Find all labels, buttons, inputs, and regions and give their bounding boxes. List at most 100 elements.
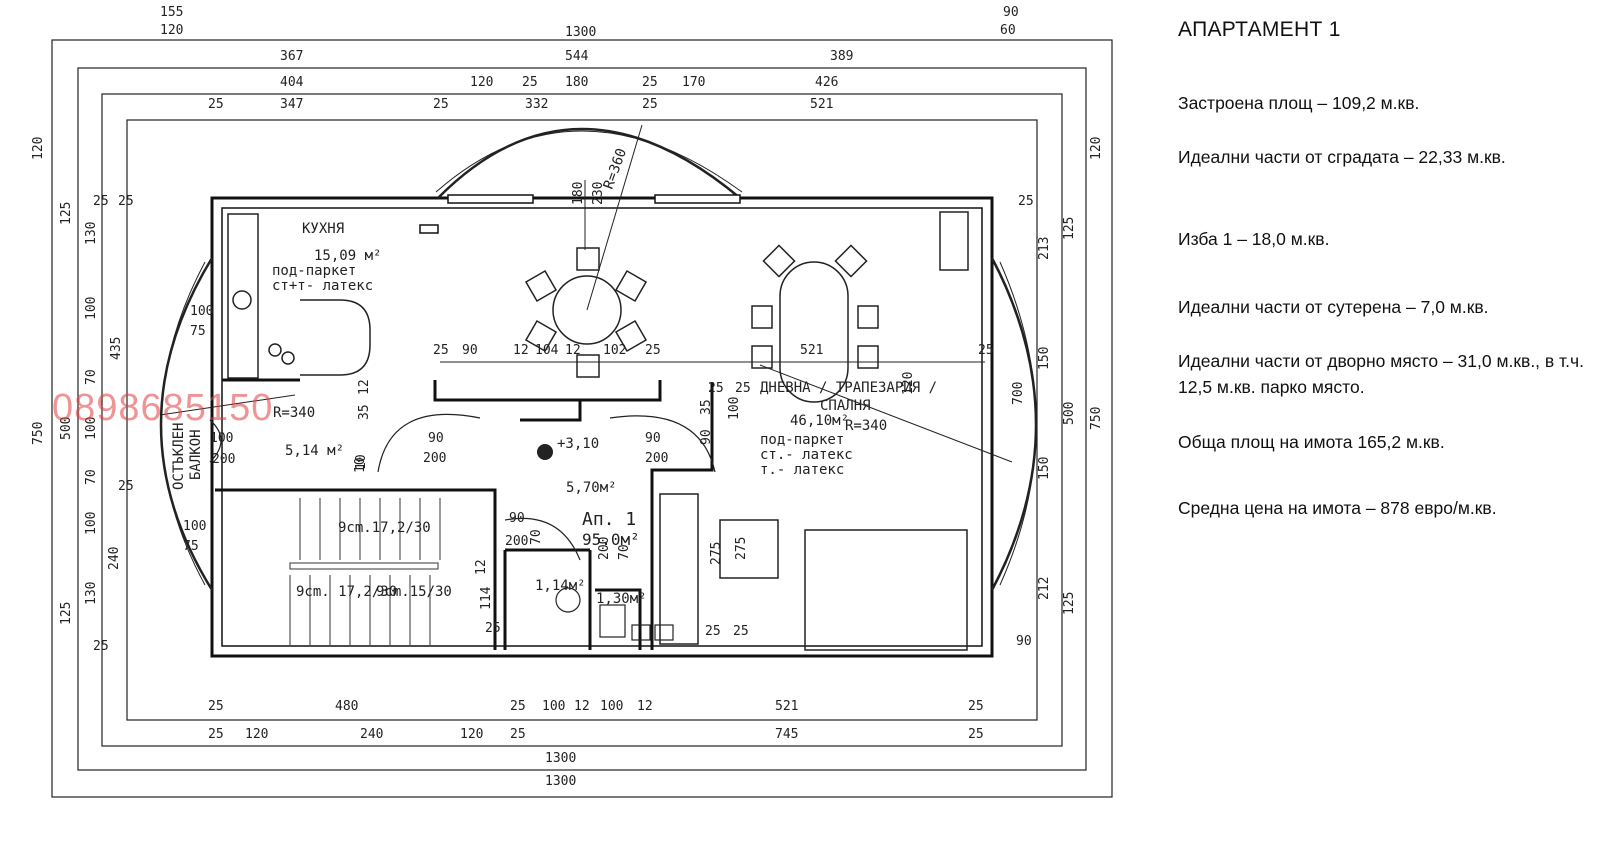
room-area-wc2: 1,30м² [596,591,647,607]
room-area-hall: 5,70м² [566,480,617,496]
dimension-right-10: 125 [1062,592,1077,615]
radius-label-right: R=340 [845,418,887,434]
round-table [524,247,648,378]
middle-frame [77,67,1087,771]
info-line-basement-share: Идеални части от сутерена – 7,0 м.кв. [1178,297,1489,317]
room-ceiling-living: т.- латекс [760,462,844,478]
dimension-top-18: 332 [525,97,548,112]
dimension-left-3: 25 [93,194,109,209]
dimension-bottom-4: 12 [574,699,590,714]
dimension-top-8: 404 [280,75,304,90]
dimension-bottom-7: 521 [775,699,798,714]
dimension-top-17: 25 [433,97,449,112]
dimension-inner-27: 200 [597,537,612,560]
dimension-top-11: 180 [565,75,588,90]
dimension-bottom-12: 120 [460,727,483,742]
dimension-inner-33: 25 [705,624,721,639]
dimension-bottom-16: 1300 [545,751,576,766]
dimension-left-6: 435 [109,337,124,360]
dimension-inner-3: 104 [535,343,559,358]
dimension-left-13: 100 [84,512,99,535]
info-line-yard-share: Идеални части от дворно място – 31,0 м.к… [1178,351,1584,397]
dimension-bottom-5: 100 [600,699,623,714]
dimension-bottom-9: 25 [208,727,224,742]
info-panel: АПАРТАМЕНТ 1 Застроена площ – 109,2 м.кв… [1178,18,1588,518]
room-area-wc1: 1,14м² [535,578,586,594]
room-label-bedroom: СПАЛНЯ [820,398,871,414]
dimension-inner-5: 102 [603,343,626,358]
dimension-bottom-11: 240 [360,727,383,742]
room-walls-kitchen: ст+т- латекс [272,278,373,294]
room-floor-living: под-паркет [760,432,844,448]
room-floor-kitchen: под-паркет [272,263,356,279]
dimension-top-20: 521 [810,97,833,112]
dimension-top-9: 120 [470,75,493,90]
dimension-top-19: 25 [642,97,658,112]
dimension-inner-41: 180 [571,182,586,205]
kitchen-counter [227,213,371,379]
dimension-inner-7: 521 [800,343,823,358]
dimension-left-9: 500 [59,417,74,440]
dimension-inner-0: 25 [433,343,449,358]
hall-wall [433,380,662,402]
dimension-left-1: 125 [59,202,74,225]
dimension-bottom-0: 25 [208,699,224,714]
dimension-top-15: 25 [208,97,224,112]
level-marker [537,444,553,460]
room-area-entry: 5,14 м² [285,443,344,459]
dimension-bottom-10: 120 [245,727,268,742]
dimension-inner-11: 90 [428,431,444,446]
dimension-top-2: 1300 [565,25,596,40]
dimension-top-14: 426 [815,75,838,90]
dimension-top-12: 25 [642,75,658,90]
dimension-inner-40: 75 [183,539,199,554]
dimension-inner-8: 25 [978,343,994,358]
dimension-right-4: 150 [1037,347,1052,370]
dimension-inner-39: 100 [183,519,206,534]
dimension-inner-16: 90 [699,429,714,445]
dimension-inner-17: 100 [727,397,742,420]
dimension-left-12: 25 [118,479,134,494]
dimension-inner-24: 90 [509,511,525,526]
dimension-inner-10: 35 [357,404,372,420]
room-label-kitchen: КУХНЯ [302,221,344,237]
dimension-inner-37: 100 [210,431,233,446]
dimension-inner-32: 114 [479,586,494,610]
dimension-left-8: 750 [31,422,46,445]
dimension-right-8: 150 [1037,457,1052,480]
dimension-bottom-15: 25 [968,727,984,742]
dimension-inner-19: 10 [353,457,368,473]
dimension-right-2: 125 [1062,217,1077,240]
dimension-top-3: 90 [1003,5,1019,20]
dimension-top-0: 155 [160,5,183,20]
info-line-cellar: Изба 1 – 18,0 м.кв. [1178,229,1330,249]
info-line-total-area: Обща площ на имота 165,2 м.кв. [1178,432,1445,452]
stairs-label-1: 9cm.17,2/30 [338,520,431,536]
dimension-right-0: 120 [1089,137,1104,160]
floor-plan-drawing: КУХНЯ 15,09 м² под-паркет ст+т- латекс Д… [31,5,1113,798]
room-area-living: 46,10м² [790,413,849,429]
stair-wall [215,488,497,650]
top-bay-arc [437,127,741,199]
dimension-top-16: 347 [280,97,303,112]
dimension-bottom-3: 100 [542,699,565,714]
room-area-kitchen: 15,09 м² [314,248,381,264]
dimension-inner-26: 70 [529,529,544,545]
dimension-left-14: 240 [107,547,122,570]
dimension-left-4: 25 [118,194,134,209]
dimension-top-4: 60 [1000,23,1016,38]
dimension-inner-6: 25 [645,343,661,358]
info-title: АПАРТАМЕНТ 1 [1178,18,1341,41]
dimension-left-16: 125 [59,602,74,625]
dimension-inner-23: 275 [734,537,749,560]
dimension-bottom-13: 25 [510,727,526,742]
dimension-inner-25: 200 [505,534,528,549]
dimension-left-17: 25 [93,639,109,654]
stairs [289,498,441,645]
dimension-inner-20: 25 [708,381,724,396]
dimension-right-6: 500 [1062,402,1077,425]
outer-frame [51,39,1113,798]
dimension-inner-36: 75 [190,324,206,339]
dimension-inner-18: 120 [901,372,916,395]
dimension-top-6: 544 [565,49,589,64]
